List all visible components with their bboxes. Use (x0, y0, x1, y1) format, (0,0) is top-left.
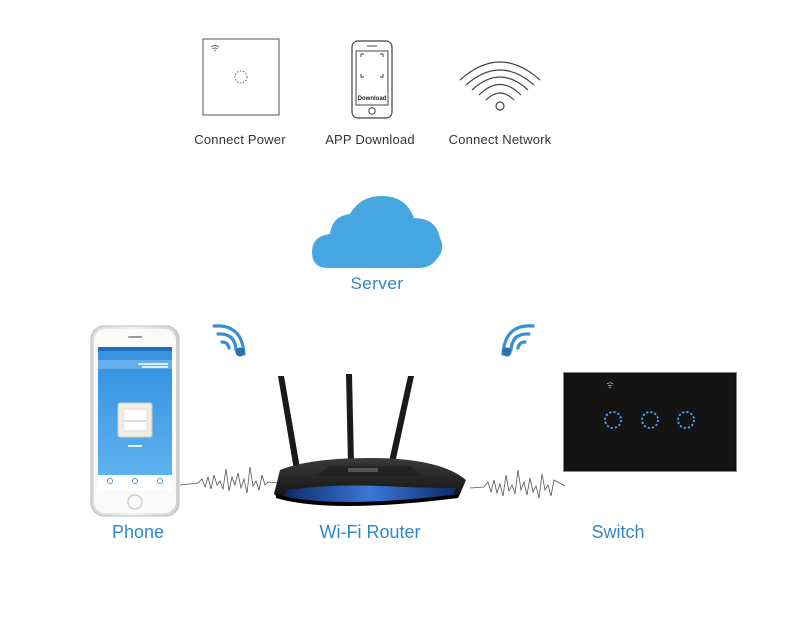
server-label: Server (350, 274, 404, 293)
cloud-icon (312, 196, 443, 268)
step-connect-power (202, 38, 280, 118)
step-app-download: Download (351, 40, 393, 120)
phone-device (90, 325, 180, 517)
wifi-icon (459, 61, 541, 111)
smart-switch (563, 372, 737, 472)
step-connect-network (455, 52, 545, 112)
step-label-connect-network: Connect Network (448, 132, 552, 147)
download-text: Download (357, 96, 387, 102)
wifi-signal-icon (501, 324, 535, 357)
wifi-signal-right (495, 318, 537, 360)
signal-line-left (180, 455, 280, 500)
step-label-connect-power: Connect Power (194, 132, 286, 147)
switch-label: Switch (591, 522, 645, 542)
power-switch-icon (202, 38, 280, 116)
wifi-router (270, 372, 470, 512)
signal-line-right (470, 460, 565, 505)
wifi-signal-icon (212, 324, 246, 357)
smartphone-illustration (90, 325, 180, 517)
step-label-app-download: APP Download (325, 132, 415, 147)
touch-switch-illustration (563, 372, 737, 472)
server-cloud (310, 192, 446, 272)
router-label: Wi-Fi Router (319, 522, 421, 542)
router-illustration (274, 374, 466, 506)
phone-label: Phone (111, 522, 165, 542)
signal-wave-icon (180, 466, 280, 494)
smartphone-download-icon (351, 40, 393, 119)
signal-wave-icon (470, 469, 565, 499)
wifi-signal-left (210, 318, 252, 360)
